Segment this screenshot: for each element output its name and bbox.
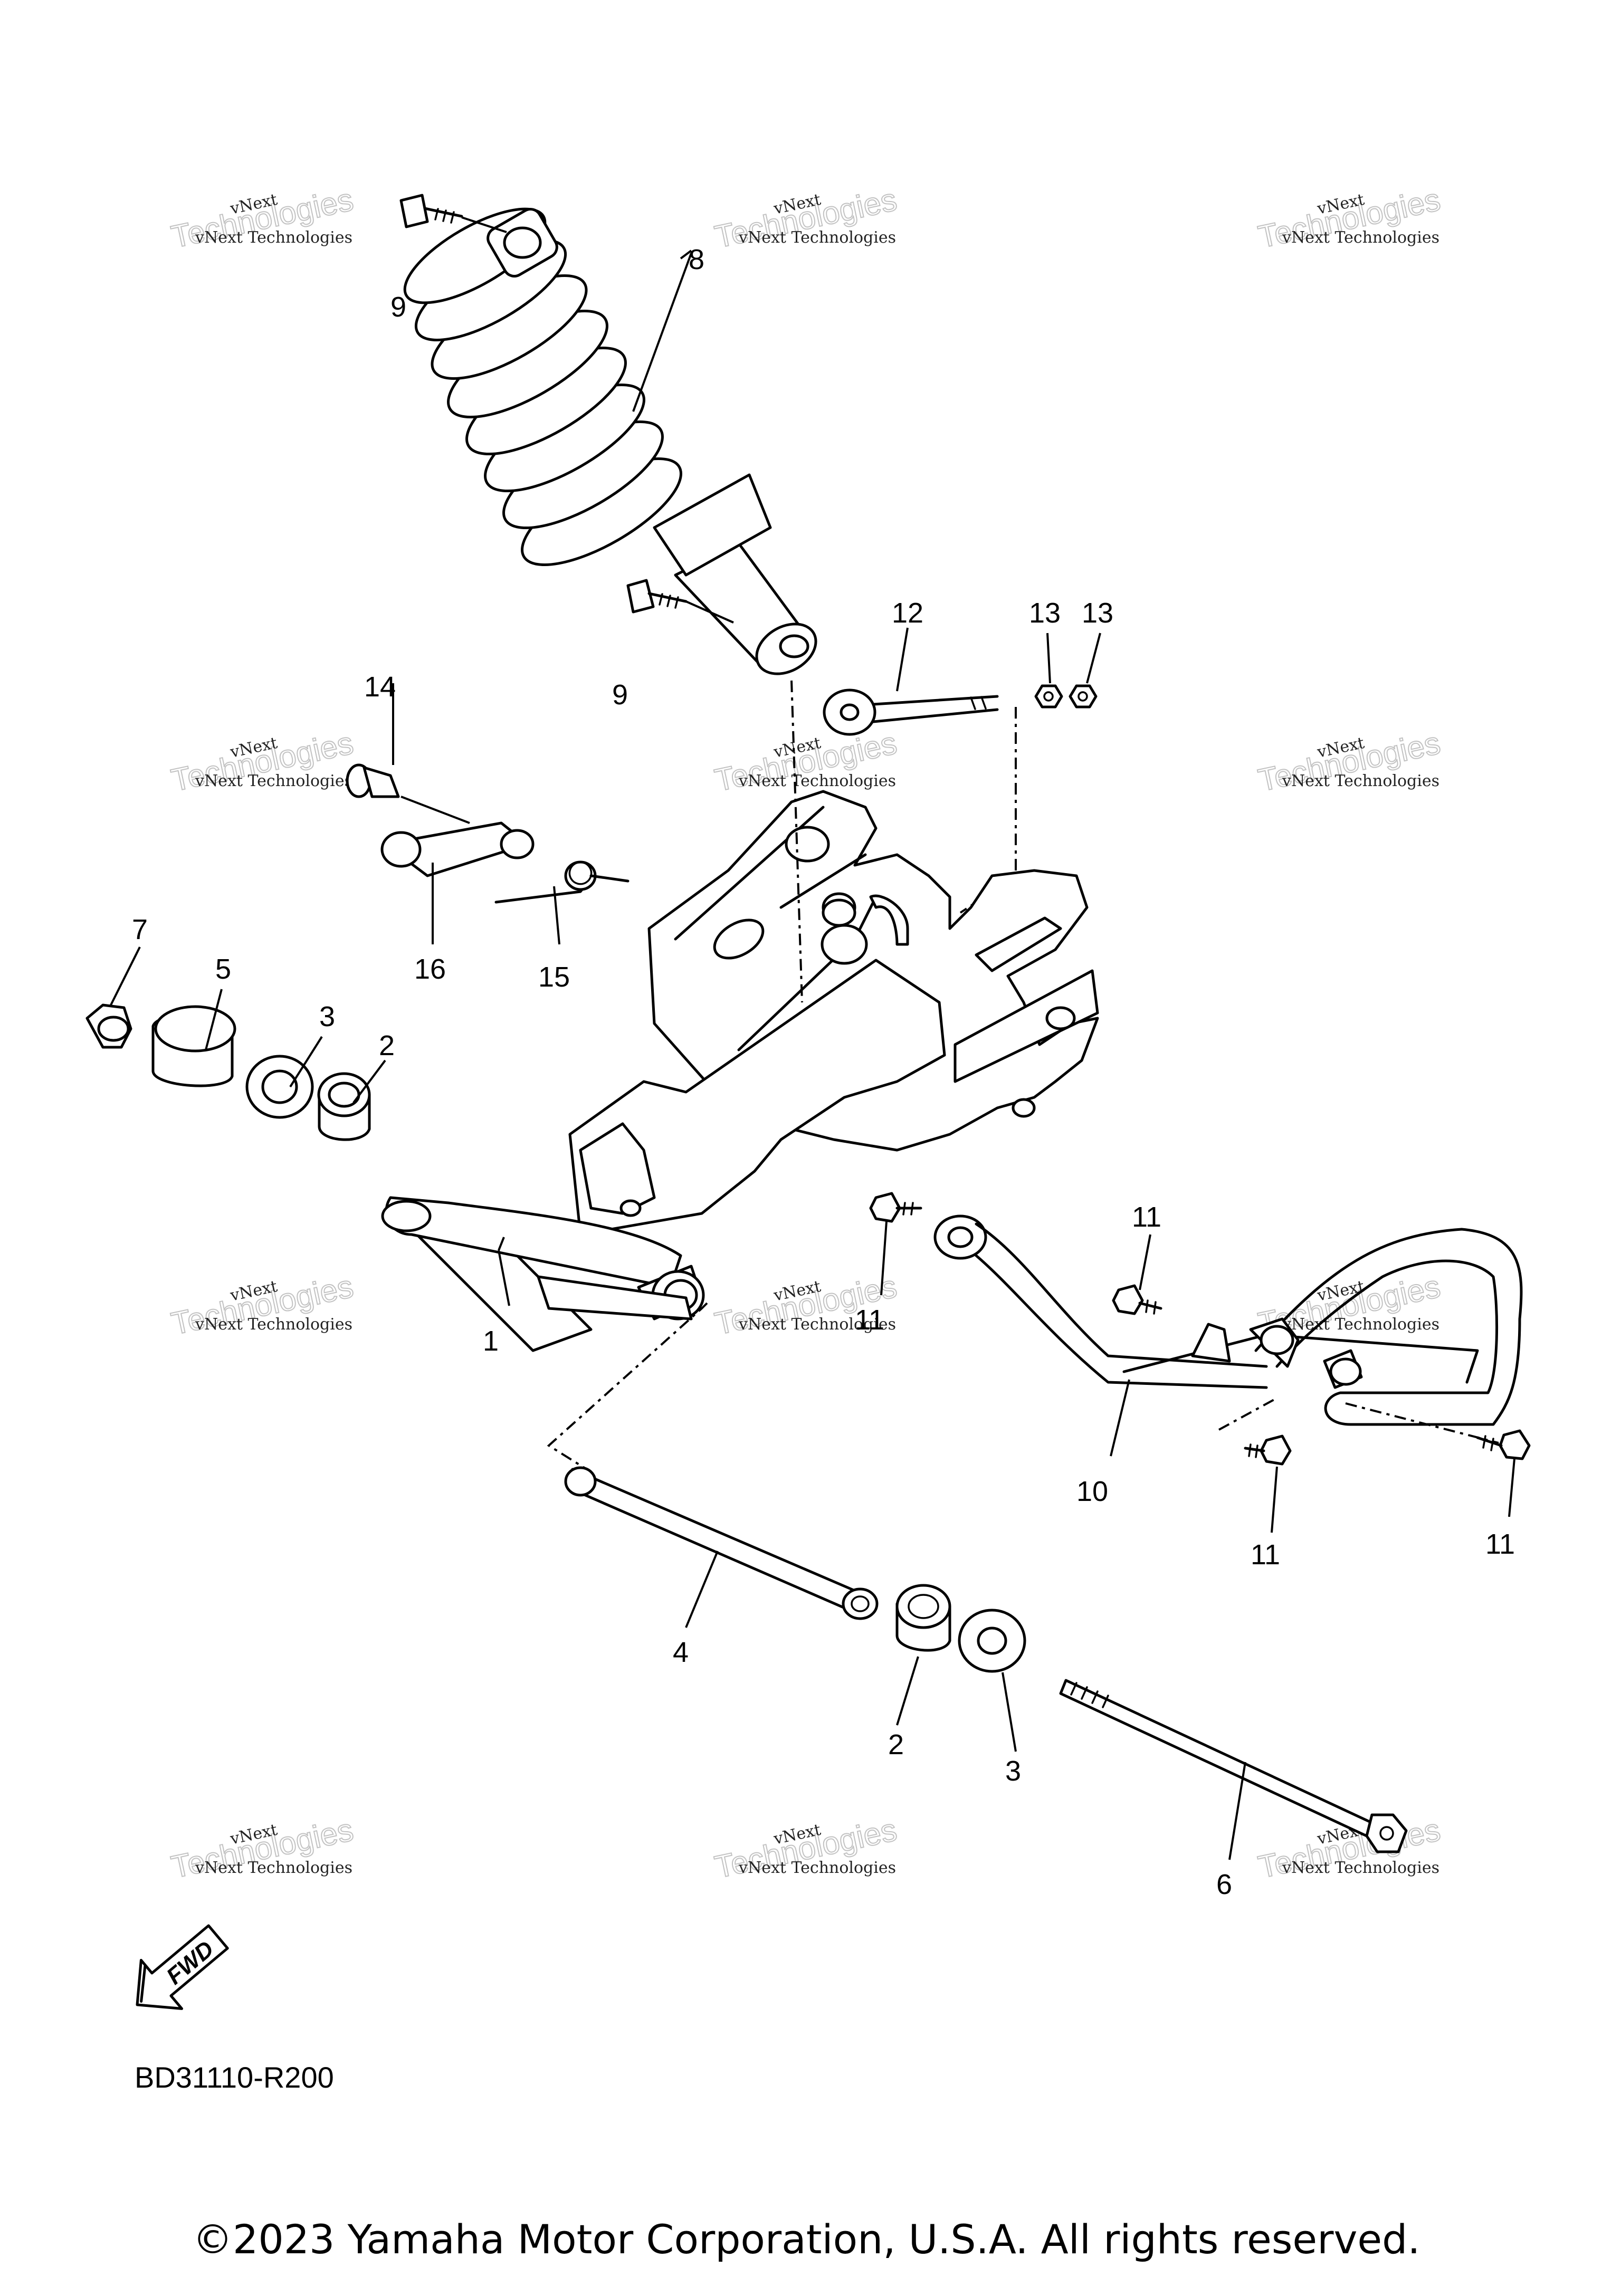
flange-nut	[85, 1003, 132, 1049]
guard-bolt-alignment	[1218, 1397, 1499, 1444]
callout-6: 6	[1216, 1869, 1232, 1900]
watermark-small: vNext Technologies	[738, 772, 896, 790]
watermark-small: vNext Technologies	[195, 772, 352, 790]
guard-bolt-2	[1112, 1284, 1162, 1315]
guard-bolt-1	[869, 1192, 922, 1223]
swingarm-pivot-line	[547, 1302, 708, 1473]
callout-12: 12	[892, 597, 923, 629]
dust-cover	[151, 1005, 236, 1087]
nut-2	[1069, 684, 1098, 709]
copyright-notice: ©2023 Yamaha Motor Corporation, U.S.A. A…	[193, 2216, 1420, 2263]
callout-10: 10	[1076, 1476, 1108, 1507]
callout-5: 5	[215, 953, 231, 985]
chain-guide-bracket	[380, 821, 535, 877]
callout-3-left: 3	[319, 1001, 335, 1032]
leader-lines	[110, 250, 1515, 1860]
rear-guard	[933, 1214, 1523, 1426]
thrust-cover-left	[245, 1055, 314, 1119]
watermark-small: vNext Technologies	[1282, 1859, 1439, 1877]
callout-4: 4	[673, 1637, 689, 1668]
watermark-small: vNext Technologies	[1282, 228, 1439, 247]
watermark-small: vNext Technologies	[738, 1859, 896, 1877]
callout-14: 14	[364, 671, 396, 703]
bracket-bolt	[346, 763, 470, 824]
callout-7: 7	[132, 914, 148, 945]
shock-bolt-lower	[626, 579, 734, 624]
callout-2-left: 2	[379, 1030, 395, 1061]
watermark-small: vNext Technologies	[195, 1859, 352, 1877]
rear-shock-absorber	[403, 207, 817, 675]
shock-bolt-upper	[399, 194, 507, 233]
callout-15: 15	[538, 961, 570, 993]
bushing-right	[895, 1584, 951, 1652]
watermark-small: vNext Technologies	[1282, 1315, 1439, 1334]
thrust-cover-right	[958, 1609, 1026, 1673]
watermark-small: vNext Technologies	[738, 1315, 896, 1334]
callout-11-a: 11	[855, 1304, 884, 1336]
watermark-small: vNext Technologies	[195, 1315, 352, 1334]
callout-16: 16	[414, 953, 446, 985]
callout-11-c: 11	[1251, 1539, 1280, 1571]
watermark-small: vNext Technologies	[195, 228, 352, 247]
swingarm	[381, 790, 1099, 1352]
drawing-code: BD31110-R200	[135, 2061, 334, 2094]
callout-11-b: 11	[1132, 1201, 1161, 1233]
tension-rod	[823, 688, 999, 736]
nut-1	[1034, 684, 1063, 709]
callout-9-lower: 9	[612, 679, 628, 711]
watermark-small: vNext Technologies	[1282, 772, 1439, 790]
callout-3-right: 3	[1005, 1755, 1021, 1787]
pivot-collar	[564, 1466, 879, 1620]
callout-13-a: 13	[1029, 597, 1061, 629]
shock-lower-alignment	[790, 680, 803, 1003]
callout-11-d: 11	[1485, 1528, 1515, 1560]
guard-bolt-3	[1244, 1434, 1292, 1466]
guard-bolt-4	[1476, 1429, 1531, 1460]
callout-numbers: 1 2 2 3 3 4 5 6 7 8 9 9 10 11 11 11 11 1…	[132, 244, 1515, 1900]
callout-8: 8	[689, 244, 704, 275]
callout-9-upper: 9	[390, 291, 406, 323]
torsion-spring	[494, 860, 630, 904]
watermark-small: vNext Technologies	[738, 228, 896, 247]
fwd-arrow: FWD	[136, 1924, 229, 2010]
callout-13-b: 13	[1082, 597, 1113, 629]
callout-1: 1	[483, 1325, 499, 1357]
callout-2-right: 2	[888, 1729, 904, 1761]
bushing-left	[317, 1072, 371, 1141]
pivot-shaft	[1059, 1679, 1408, 1853]
